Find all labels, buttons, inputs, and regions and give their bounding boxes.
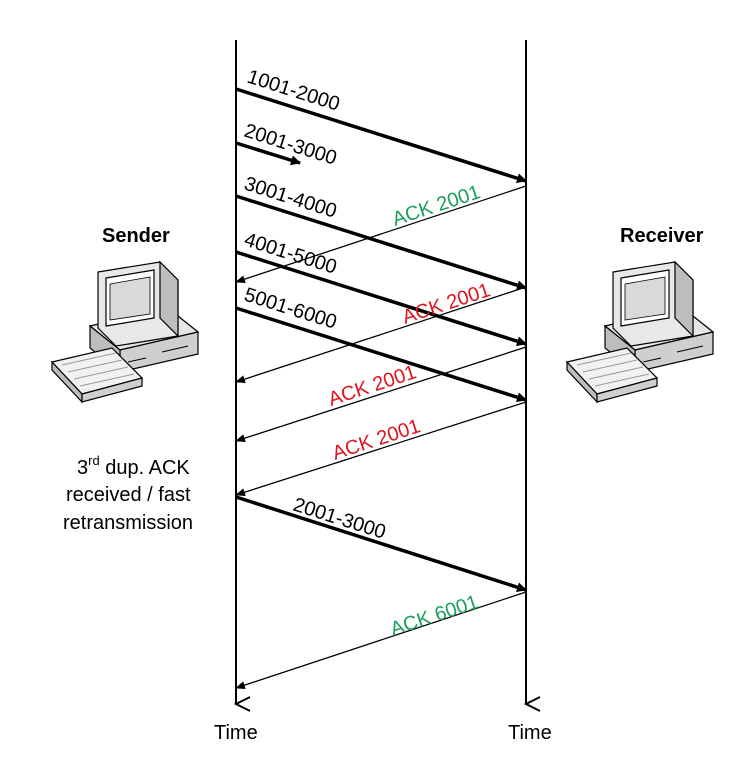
segment-label: 3001-4000: [241, 173, 339, 223]
receiver-computer-icon: [565, 260, 715, 404]
sender-note-line2: received / fast: [66, 484, 191, 506]
segment-label: 2001-3000: [241, 120, 339, 170]
sender-time-label: Time: [214, 722, 258, 744]
segment-arrow-2001-3000-retransmit: [235, 495, 527, 593]
sender-label: Sender: [102, 225, 170, 247]
segment-arrow-1001-2000: [235, 87, 527, 184]
receiver-label: Receiver: [620, 225, 704, 247]
segment-arrow-2001-3000-lost: [235, 141, 301, 166]
ack-label: ACK 6001: [388, 591, 481, 641]
segment-label: 2001-3000: [290, 494, 388, 544]
ack-label: ACK 2001: [326, 361, 419, 411]
sender-note-line3: retransmission: [63, 512, 193, 534]
ack-arrow-5: [235, 591, 527, 689]
ack-label: ACK 2001: [390, 181, 483, 231]
ack-arrow-1: [235, 185, 527, 283]
sender-note-line1: 3rd dup. ACK: [77, 453, 190, 479]
ack-arrow-2: [235, 286, 527, 383]
ack-arrow-3: [235, 346, 527, 443]
segment-arrow-4001-5000: [235, 250, 527, 347]
sender-computer-icon: [50, 260, 200, 404]
ack-label: ACK 2001: [400, 279, 493, 329]
ack-label: ACK 2001: [330, 415, 423, 465]
segment-arrow-5001-6000: [235, 306, 527, 403]
receiver-time-label: Time: [508, 722, 552, 744]
ack-arrow-4: [235, 401, 527, 497]
segment-label: 4001-5000: [241, 229, 339, 279]
segment-arrow-3001-4000: [235, 194, 527, 291]
